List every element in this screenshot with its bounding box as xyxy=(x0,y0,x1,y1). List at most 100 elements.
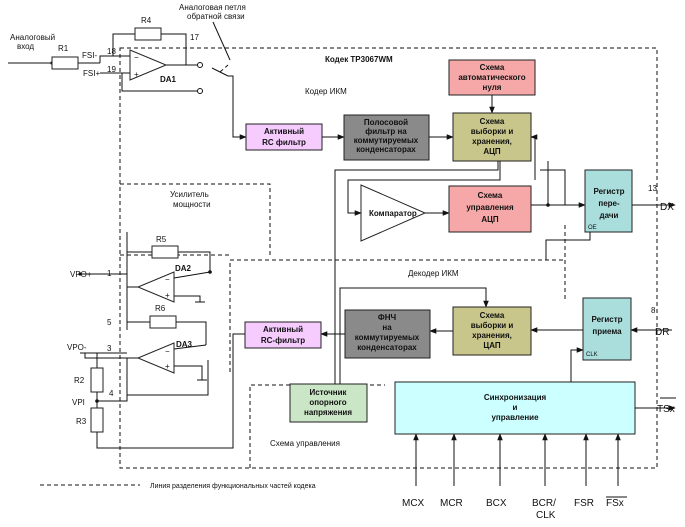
svg-text:ФНЧ: ФНЧ xyxy=(378,313,397,322)
svg-text:дачи: дачи xyxy=(600,211,619,220)
svg-text:Активный: Активный xyxy=(264,127,304,136)
pin-bcx: BCX xyxy=(486,498,507,509)
pin-8: 8 xyxy=(651,306,656,315)
svg-text:Регистр: Регистр xyxy=(593,187,624,196)
svg-text:управления: управления xyxy=(466,203,514,212)
block-reference-voltage xyxy=(289,383,368,423)
pin-fsx: FSx xyxy=(606,498,624,509)
svg-text:коммутируемых: коммутируемых xyxy=(354,136,419,145)
svg-text:Схема: Схема xyxy=(480,117,505,126)
analog-input-label: Аналоговый вход xyxy=(10,33,55,51)
svg-text:АЦП: АЦП xyxy=(483,147,501,156)
pin-vpo-plus: VPO+ xyxy=(70,270,92,279)
da3-label: DA3 xyxy=(176,340,193,349)
svg-text:выборки и: выборки и xyxy=(471,321,514,330)
pin-dr: DR xyxy=(655,327,669,338)
svg-text:обратной связи: обратной связи xyxy=(187,12,245,21)
pin-fsi-minus: FSI- xyxy=(82,51,97,60)
codec-area xyxy=(119,47,658,469)
pin-5: 5 xyxy=(107,318,112,327)
block-sample-hold-adc xyxy=(452,112,532,162)
block-adc-control xyxy=(448,185,532,233)
control-scheme-label: Схема управления xyxy=(270,439,340,448)
resistor-r3 xyxy=(90,407,104,433)
comparator-label: Компаратор xyxy=(369,209,417,218)
svg-text:хранения,: хранения, xyxy=(472,331,512,340)
svg-text:конденсаторах: конденсаторах xyxy=(357,343,417,352)
power-amp-divider xyxy=(120,183,271,255)
block-bandpass-filter xyxy=(343,114,430,161)
power-amp-label: Усилитель мощности xyxy=(170,190,211,209)
opamp-da1 xyxy=(129,49,168,81)
coder-decoder-divider xyxy=(229,259,565,372)
pin-dx: DX xyxy=(660,202,674,213)
oe-label: OE xyxy=(588,225,597,231)
svg-text:хранения,: хранения, xyxy=(472,137,512,146)
resistor-r2 xyxy=(90,367,104,393)
resistor-r5 xyxy=(151,245,179,259)
pin-vpi: VPI xyxy=(72,398,85,407)
svg-text:напряжения: напряжения xyxy=(304,408,352,417)
r4-label: R4 xyxy=(141,16,152,25)
pin-18: 18 xyxy=(107,47,116,56)
svg-text:Усилитель: Усилитель xyxy=(170,190,209,199)
pin-bcr: BCR/ xyxy=(532,498,556,509)
pin-bcr-clk: CLK xyxy=(536,510,556,521)
bottom-pins: MCX MCR BCX BCR/ CLK FSR FSx xyxy=(402,433,627,521)
svg-text:нуля: нуля xyxy=(483,83,502,92)
block-lowpass-filter xyxy=(344,309,431,359)
block-sample-hold-dac xyxy=(452,306,532,356)
block-receive-register xyxy=(582,297,632,361)
svg-text:вход: вход xyxy=(17,42,34,51)
pin-tsx: TSx xyxy=(657,404,675,415)
r5-label: R5 xyxy=(156,235,167,244)
codec-title: Кодек TP3067WM xyxy=(325,55,393,64)
pin-fsi-plus: FSI+ xyxy=(83,69,100,78)
svg-text:фильтр на: фильтр на xyxy=(365,127,407,136)
legend-text: Линия разделения функциональных частей к… xyxy=(150,482,316,490)
svg-text:Аналоговый: Аналоговый xyxy=(10,33,55,42)
pin-1: 1 xyxy=(107,269,112,278)
svg-text:Источник: Источник xyxy=(309,388,347,397)
pin-mcr: MCR xyxy=(440,498,463,509)
block-active-rc-filter-decoder xyxy=(244,321,322,349)
decoder-label: Декодер ИКМ xyxy=(408,269,459,278)
svg-text:на: на xyxy=(382,323,392,332)
svg-text:приема: приема xyxy=(592,327,622,336)
svg-text:−: − xyxy=(134,53,139,62)
pin-19: 19 xyxy=(107,65,116,74)
opamp-da3 xyxy=(136,342,175,374)
svg-text:пере-: пере- xyxy=(598,199,620,208)
svg-text:+: + xyxy=(165,362,170,371)
svg-text:Полосовой: Полосовой xyxy=(364,118,408,127)
resistor-r1 xyxy=(51,56,79,70)
pin-vpo-minus: VPO- xyxy=(67,343,87,352)
svg-text:RC фильтр: RC фильтр xyxy=(262,138,306,147)
svg-text:−: − xyxy=(165,347,170,356)
r3-label: R3 xyxy=(76,417,87,426)
pin-17: 17 xyxy=(190,33,199,42)
svg-text:−: − xyxy=(165,275,170,284)
svg-text:мощности: мощности xyxy=(173,200,211,209)
pin-3: 3 xyxy=(107,344,112,353)
svg-text:Активный: Активный xyxy=(263,325,303,334)
analog-loop-label: Аналоговая петля обратной связи xyxy=(179,3,246,21)
svg-text:RC-фильтр: RC-фильтр xyxy=(261,336,305,345)
svg-text:Схема: Схема xyxy=(478,191,503,200)
da1-label: DA1 xyxy=(160,75,177,84)
svg-text:Аналоговая петля: Аналоговая петля xyxy=(179,3,246,12)
resistor-r4 xyxy=(134,27,162,41)
resistor-r6 xyxy=(149,315,177,329)
da2-label: DA2 xyxy=(175,264,192,273)
svg-text:опорного: опорного xyxy=(309,398,346,407)
svg-text:коммутируемых: коммутируемых xyxy=(355,333,420,342)
svg-text:конденсаторах: конденсаторах xyxy=(356,145,416,154)
r6-label: R6 xyxy=(155,304,166,313)
switch-node-bottom xyxy=(197,88,203,94)
block-transmit-register xyxy=(584,169,633,233)
svg-text:+: + xyxy=(134,70,139,79)
svg-text:Схема: Схема xyxy=(480,63,505,72)
svg-text:выборки и: выборки и xyxy=(471,127,514,136)
svg-text:Схема: Схема xyxy=(480,311,505,320)
svg-text:АЦП: АЦП xyxy=(481,215,499,224)
